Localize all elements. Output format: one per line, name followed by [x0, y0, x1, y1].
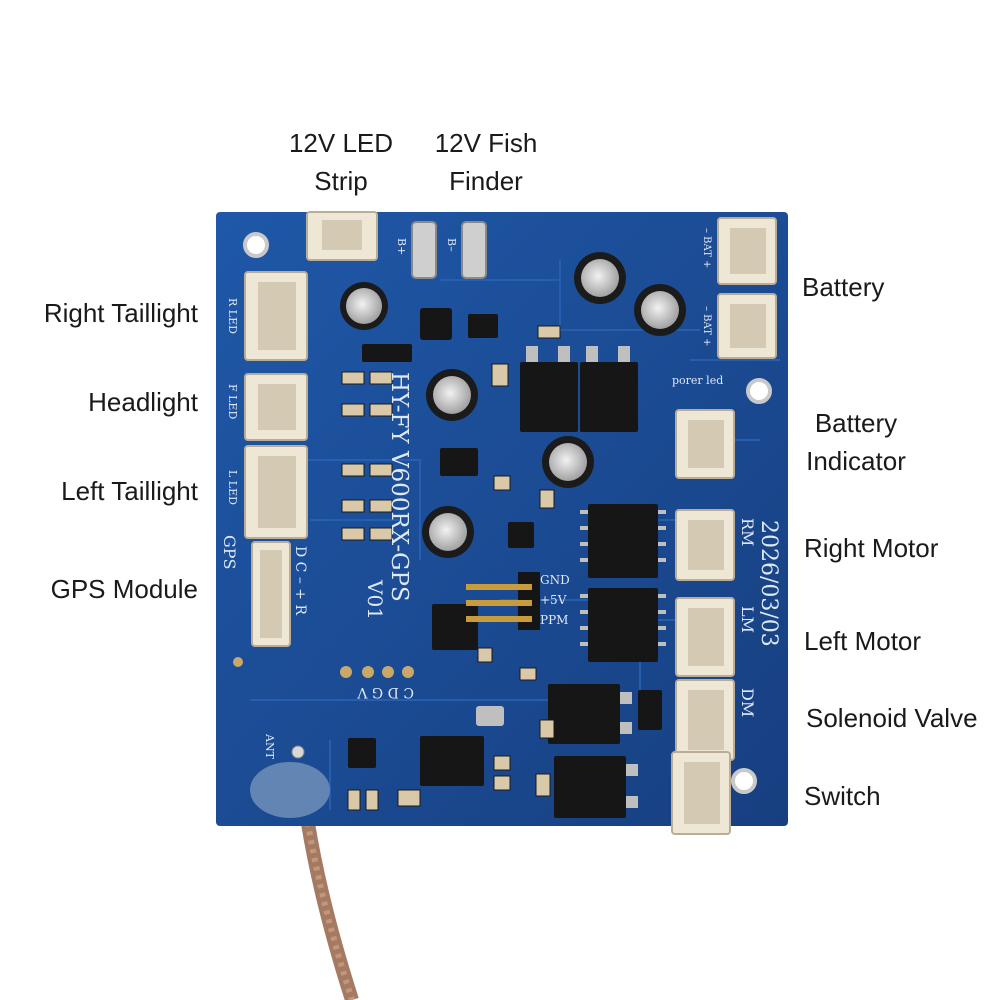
label-left-motor: Left Motor — [804, 626, 922, 656]
silk-bminus: B– — [445, 238, 458, 252]
silk-power-led: porer led — [672, 374, 723, 387]
silk-version: V01 — [363, 579, 387, 620]
silk-model: HY-FY V600RX-GPS — [386, 372, 412, 602]
label-12v-fish-finder: 12V Fish Finder — [434, 128, 538, 196]
rx-pin-header — [466, 572, 540, 630]
screw-terminals — [411, 221, 487, 279]
label-solenoid-valve: Solenoid Valve — [806, 703, 978, 733]
silk-l-led: L LED — [226, 470, 239, 505]
antenna-glue — [250, 762, 330, 818]
label-battery-indicator: Battery Indicator — [806, 408, 906, 476]
silk-gnd: GND — [540, 573, 570, 587]
silk-5v: +5V — [540, 593, 567, 607]
capacitors — [340, 252, 686, 558]
mounting-holes — [243, 232, 772, 794]
silk-bat2: – BAT + — [701, 306, 712, 346]
pcb-substrate — [216, 212, 788, 826]
label-gps-module: GPS Module — [50, 574, 198, 604]
label-headlight: Headlight — [88, 387, 198, 417]
silk-dm: DM — [738, 688, 757, 717]
silk-gps-pins: D C – + R — [292, 546, 308, 615]
silk-lm: LM — [738, 606, 757, 633]
silk-ppm: PPM — [540, 613, 568, 627]
silk-bat1: – BAT + — [701, 228, 712, 268]
label-right-taillight: Right Taillight — [43, 298, 198, 328]
label-switch: Switch — [804, 781, 881, 811]
test-pads — [233, 657, 414, 678]
crystal — [476, 706, 504, 726]
ic-chips — [348, 308, 662, 818]
silk-bplus: B+ — [395, 238, 408, 255]
silk-f-led: F LED — [226, 384, 239, 419]
label-12v-led-strip: 12V LED Strip — [288, 128, 394, 196]
silk-ant: ANT — [263, 733, 276, 760]
silk-r-led: R LED — [226, 298, 239, 334]
silk-cdgv: C D G V — [357, 684, 414, 700]
label-battery: Battery — [802, 272, 885, 302]
silkscreen: HY-FY V600RX-GPS V01 2026/03/03 GPS D C … — [220, 228, 781, 760]
silk-gps: GPS — [220, 535, 239, 570]
smd-components — [341, 325, 561, 811]
silk-date: 2026/03/03 — [756, 520, 781, 647]
silk-rm: RM — [738, 518, 757, 546]
label-right-motor: Right Motor — [804, 533, 939, 563]
label-left-taillight: Left Taillight — [61, 476, 198, 506]
